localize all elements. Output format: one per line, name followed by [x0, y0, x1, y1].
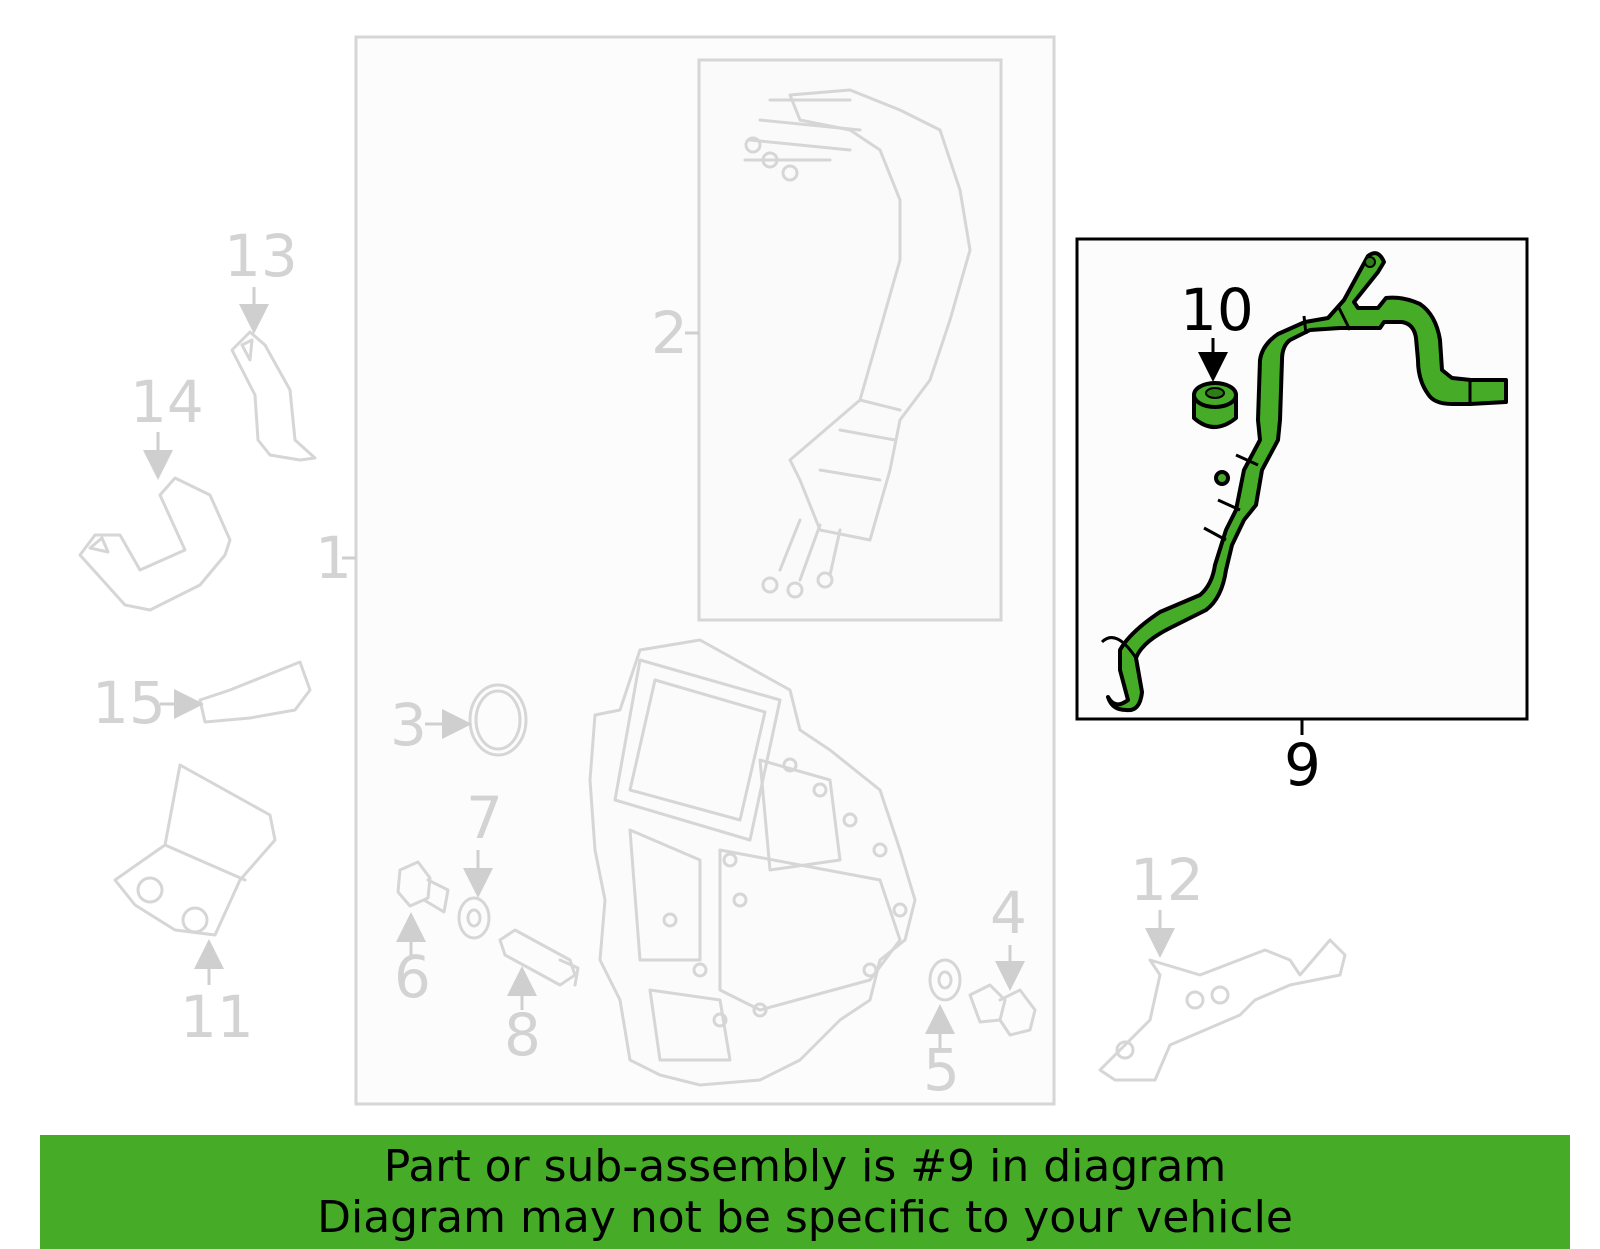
callout-9: 9 [1284, 731, 1321, 799]
callout-15: 15 [92, 669, 166, 737]
callout-7: 7 [466, 784, 503, 852]
callout-2: 2 [651, 299, 688, 367]
part-4-bolt [968, 945, 1037, 1037]
part-11-mount [113, 763, 277, 985]
callout-1: 1 [315, 524, 352, 592]
callout-12: 12 [1130, 846, 1204, 914]
callout-14: 14 [130, 368, 204, 436]
part-8-bolt [498, 928, 580, 1010]
part-12-bracket [1098, 910, 1347, 1082]
callout-5: 5 [923, 1036, 960, 1104]
banner-line-1: Part or sub-assembly is #9 in diagram [383, 1141, 1227, 1192]
notice-banner: Part or sub-assembly is #9 in diagram Di… [40, 1135, 1570, 1249]
part-15-bracket [198, 660, 312, 724]
part-5-washer [928, 958, 962, 1002]
part-1-transmission [588, 638, 917, 1087]
part-10-grommet [1192, 338, 1238, 429]
banner-line-2: Diagram may not be specific to your vehi… [317, 1192, 1293, 1243]
part-6-plug [396, 860, 450, 955]
assembly-2-frame [697, 58, 1003, 622]
callout-6: 6 [394, 943, 431, 1011]
part-9-hose [1100, 251, 1508, 713]
part-14-bracket [78, 476, 232, 612]
part-7-washer [457, 896, 491, 940]
callout-11: 11 [180, 983, 254, 1051]
callout-10: 10 [1180, 276, 1254, 344]
part-2-harness [743, 88, 972, 599]
callout-8: 8 [504, 1001, 541, 1069]
part-13-bracket [230, 330, 317, 462]
callout-13: 13 [224, 222, 298, 290]
callout-4: 4 [990, 879, 1027, 947]
callout-3: 3 [390, 691, 427, 759]
